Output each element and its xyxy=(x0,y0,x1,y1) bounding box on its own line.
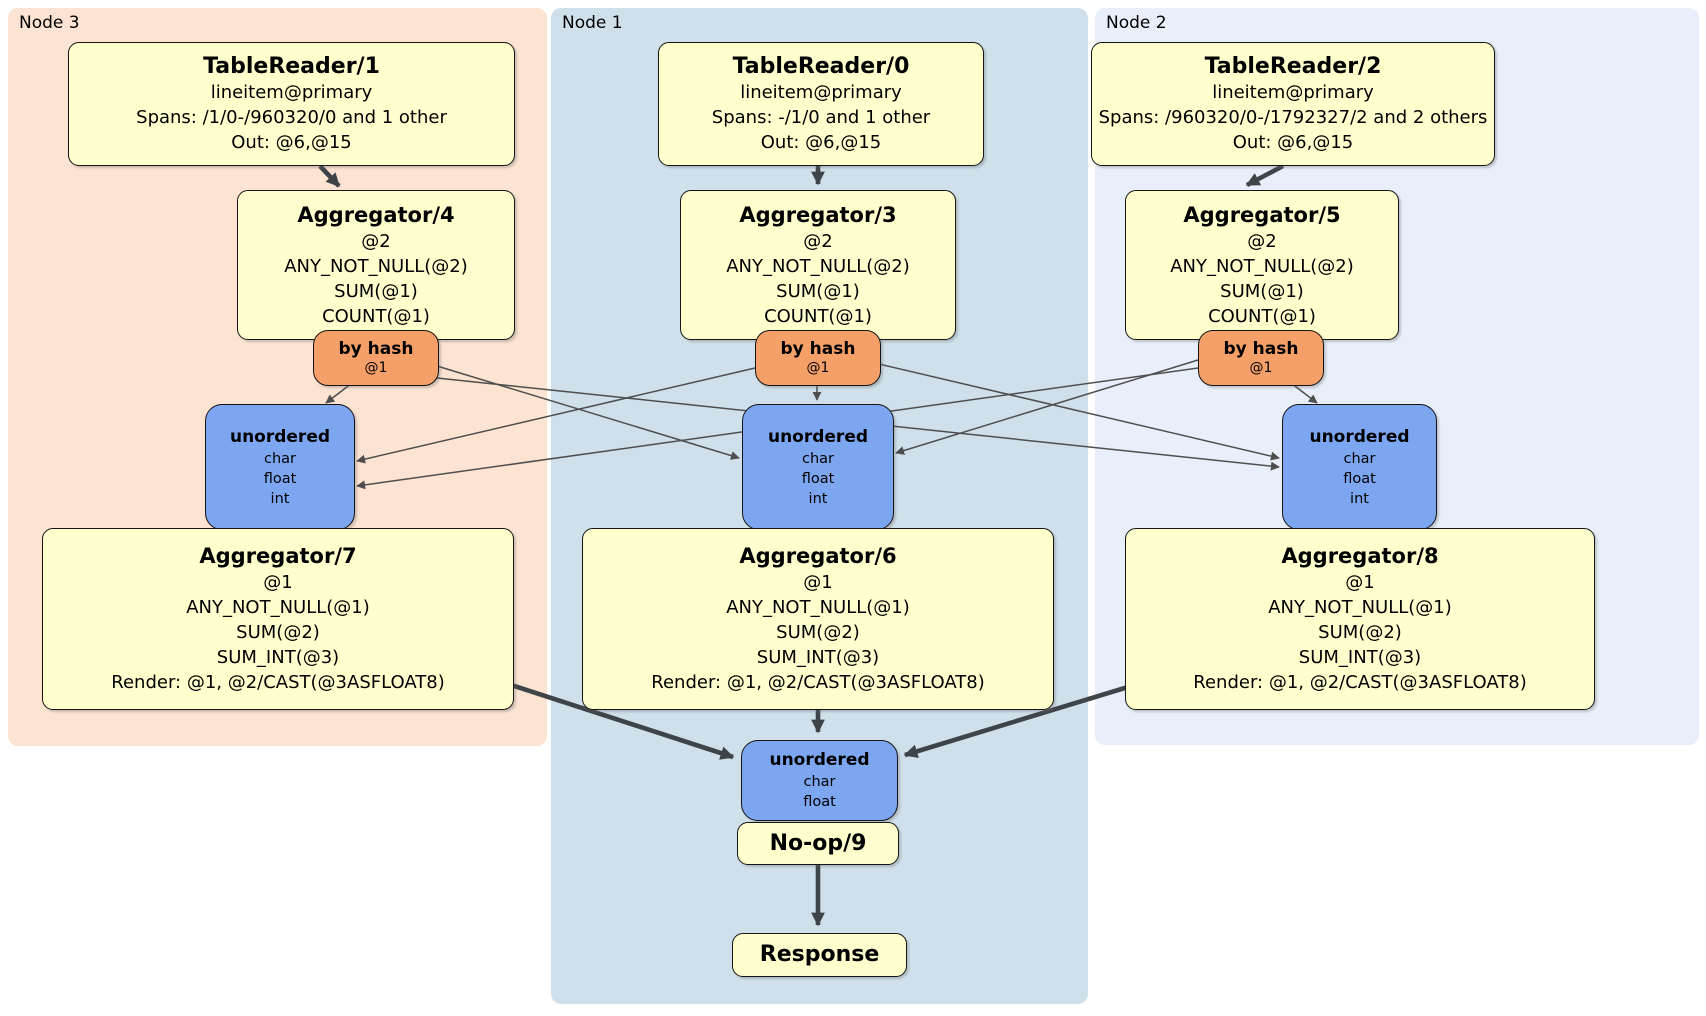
processor-tablereader-2: TableReader/2 lineitem@primary Spans: /9… xyxy=(1091,42,1495,166)
processor-title: Aggregator/5 xyxy=(1183,202,1341,227)
edge-hash1-sync2 xyxy=(878,363,1280,461)
processor-line: Spans: /960320/0-/1792327/2 and 2 others xyxy=(1098,107,1488,128)
panel-node3-label: Node 3 xyxy=(19,13,80,33)
processor-line: COUNT(@1) xyxy=(322,305,430,327)
processor-line: Out: @6,@15 xyxy=(231,132,352,153)
processor-response: Response xyxy=(732,933,907,977)
sync-title: unordered xyxy=(769,750,870,770)
processor-line: Spans: /1/0-/960320/0 and 1 other xyxy=(136,107,447,128)
processor-line: ANY_NOT_NULL(@1) xyxy=(1268,597,1452,618)
edge-hash2-sync1 xyxy=(895,359,1199,455)
processor-title: TableReader/2 xyxy=(1204,54,1382,79)
processor-line: Spans: -/1/0 and 1 other xyxy=(711,107,931,128)
processor-title: Response xyxy=(759,942,880,967)
sync-line: char xyxy=(801,450,834,467)
router-by-hash-node1: by hash @1 xyxy=(755,330,881,386)
sync-unordered-node3: unordered char float int xyxy=(205,404,355,530)
edge-tr1-agg4 xyxy=(318,164,341,188)
sync-line: float xyxy=(1343,470,1376,487)
processor-title: Aggregator/6 xyxy=(739,544,897,568)
processor-line: SUM(@1) xyxy=(1220,280,1304,302)
router-title: by hash xyxy=(780,339,856,359)
processor-tablereader-0: TableReader/0 lineitem@primary Spans: -/… xyxy=(658,42,984,166)
processor-line: SUM_INT(@3) xyxy=(756,647,880,668)
router-key: @1 xyxy=(364,360,388,376)
sync-line: int xyxy=(270,490,290,507)
processor-line: Render: @1, @2/CAST(@3ASFLOAT8) xyxy=(111,672,445,693)
processor-line: COUNT(@1) xyxy=(764,305,872,327)
processor-line: ANY_NOT_NULL(@1) xyxy=(726,597,910,618)
panel-node1-label: Node 1 xyxy=(562,13,623,33)
processor-line: @2 xyxy=(361,230,391,252)
processor-line: @2 xyxy=(1247,230,1277,252)
processor-line: @2 xyxy=(803,230,833,252)
processor-title: No-op/9 xyxy=(769,830,867,856)
processor-line: lineitem@primary xyxy=(1212,82,1374,103)
processor-title: TableReader/0 xyxy=(732,54,910,79)
sync-title: unordered xyxy=(229,426,331,447)
edge-hash1-sync3 xyxy=(356,367,756,464)
processor-aggregator-3: Aggregator/3 @2 ANY_NOT_NULL(@2) SUM(@1)… xyxy=(680,190,956,340)
processor-line: SUM(@1) xyxy=(776,280,860,302)
processor-noop-9: No-op/9 xyxy=(737,822,899,865)
router-by-hash-node2: by hash @1 xyxy=(1198,330,1324,386)
processor-line: SUM(@1) xyxy=(334,280,418,302)
sync-line: char xyxy=(803,774,836,790)
processor-aggregator-6: Aggregator/6 @1 ANY_NOT_NULL(@1) SUM(@2)… xyxy=(582,528,1054,710)
processor-line: SUM(@2) xyxy=(776,622,860,643)
edge-hash3-sync3 xyxy=(325,382,353,404)
processor-title: Aggregator/8 xyxy=(1281,544,1439,568)
processor-line: ANY_NOT_NULL(@2) xyxy=(1170,255,1354,277)
processor-aggregator-5: Aggregator/5 @2 ANY_NOT_NULL(@2) SUM(@1)… xyxy=(1125,190,1399,340)
sync-line: float xyxy=(801,470,835,487)
processor-line: Out: @6,@15 xyxy=(760,132,882,153)
router-key: @1 xyxy=(806,360,830,376)
processor-aggregator-7: Aggregator/7 @1 ANY_NOT_NULL(@1) SUM(@2)… xyxy=(42,528,514,710)
sync-unordered-node2: unordered char float int xyxy=(1282,404,1437,530)
sync-unordered-final: unordered char float xyxy=(741,740,898,821)
sync-line: int xyxy=(1350,490,1369,507)
sync-line: float xyxy=(263,470,297,487)
processor-line: Render: @1, @2/CAST(@3ASFLOAT8) xyxy=(1193,672,1527,693)
edge-hash2-sync2 xyxy=(1290,382,1318,404)
processor-title: Aggregator/7 xyxy=(199,544,357,568)
sync-title: unordered xyxy=(767,426,869,447)
processor-title: Aggregator/3 xyxy=(739,202,897,227)
edge-agg8-final-sync xyxy=(903,684,1129,758)
router-title: by hash xyxy=(338,339,414,359)
sync-line: int xyxy=(808,490,828,507)
processor-title: Aggregator/4 xyxy=(297,202,455,227)
sync-unordered-node1: unordered char float int xyxy=(742,404,894,530)
processor-line: SUM_INT(@3) xyxy=(216,647,340,668)
sync-title: unordered xyxy=(1309,426,1410,447)
processor-line: @1 xyxy=(1345,572,1375,593)
edge-agg7-final-sync xyxy=(507,681,735,760)
processor-tablereader-1: TableReader/1 lineitem@primary Spans: /1… xyxy=(68,42,515,166)
sync-line: char xyxy=(263,450,296,467)
processor-line: lineitem@primary xyxy=(210,82,373,103)
processor-line: COUNT(@1) xyxy=(1208,305,1316,327)
processor-line: Out: @6,@15 xyxy=(1232,132,1354,153)
processor-line: @1 xyxy=(803,572,833,593)
processor-line: @1 xyxy=(263,572,293,593)
panel-node2-label: Node 2 xyxy=(1106,13,1167,33)
processor-line: ANY_NOT_NULL(@2) xyxy=(726,255,910,277)
router-by-hash-node3: by hash @1 xyxy=(313,330,439,386)
processor-title: TableReader/1 xyxy=(203,54,380,79)
processor-line: SUM_INT(@3) xyxy=(1298,647,1422,668)
sync-line: float xyxy=(803,794,836,810)
processor-aggregator-8: Aggregator/8 @1 ANY_NOT_NULL(@1) SUM(@2)… xyxy=(1125,528,1595,710)
processor-aggregator-4: Aggregator/4 @2 ANY_NOT_NULL(@2) SUM(@1)… xyxy=(237,190,515,340)
edge-hash3-sync1 xyxy=(436,365,740,460)
processor-line: SUM(@2) xyxy=(1318,622,1402,643)
router-key: @1 xyxy=(1249,360,1273,376)
processor-line: lineitem@primary xyxy=(740,82,902,103)
edge-tr2-agg5 xyxy=(1245,163,1285,188)
router-title: by hash xyxy=(1223,339,1299,359)
processor-line: SUM(@2) xyxy=(236,622,320,643)
processor-line: ANY_NOT_NULL(@2) xyxy=(284,255,468,277)
sync-line: char xyxy=(1343,450,1376,467)
processor-line: Render: @1, @2/CAST(@3ASFLOAT8) xyxy=(651,672,985,693)
processor-line: ANY_NOT_NULL(@1) xyxy=(186,597,370,618)
